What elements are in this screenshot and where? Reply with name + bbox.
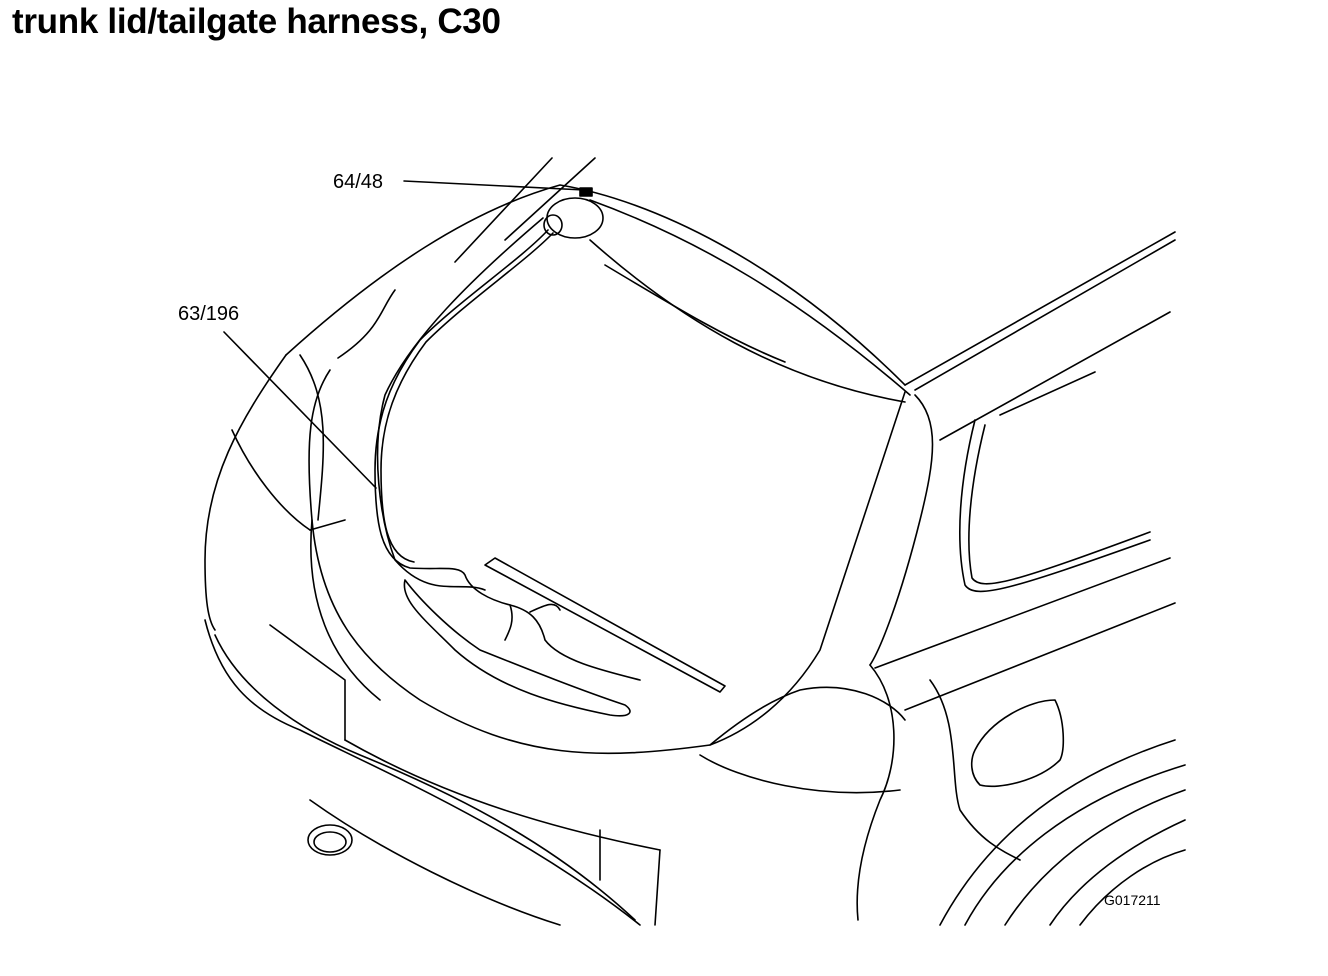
body-line: [904, 602, 1176, 711]
body-line: [709, 686, 906, 746]
connector-64-48: [579, 187, 593, 197]
roof-rail: [914, 239, 1176, 391]
body-line: [699, 754, 901, 794]
harness-wire: [529, 603, 561, 613]
rear-quarter: [299, 354, 325, 521]
callout-label-connector: 64/48: [333, 171, 384, 193]
body-line: [929, 679, 1021, 861]
roof-line: [454, 157, 553, 263]
connector-64-48: [546, 197, 604, 239]
rear-window: [604, 264, 786, 363]
tailgate-outline: [589, 199, 911, 396]
wheel-arch: [939, 739, 1176, 926]
rear-bumper: [344, 739, 661, 851]
wheel-arch: [1049, 819, 1186, 926]
tailgate-panel: [869, 394, 934, 666]
harness-leader-line: [223, 331, 377, 489]
rear-window: [589, 239, 906, 403]
rear-bumper: [204, 619, 641, 926]
rear-quarter: [204, 354, 287, 631]
side-window: [968, 424, 1151, 585]
wheel-arch: [1004, 789, 1186, 926]
body-line: [939, 311, 1171, 441]
callout-label-harness: 63/196: [178, 303, 240, 325]
wiper-arm: [484, 557, 726, 693]
figure-id: G017211: [1104, 892, 1161, 908]
tailgate-panel: [310, 519, 381, 701]
rear-bumper: [269, 624, 346, 741]
connector-leader-line: [403, 180, 585, 191]
harness-wire: [380, 232, 554, 563]
rear-quarter: [231, 429, 311, 531]
exhaust-tip: [307, 824, 353, 856]
fuel-door: [970, 699, 1065, 788]
page-title: trunk lid/tailgate harness, C30: [12, 2, 501, 41]
harness-wire: [374, 229, 641, 681]
tailgate-outline: [285, 184, 906, 386]
roof-line: [504, 157, 596, 241]
wheel-arch: [964, 764, 1186, 926]
tailgate-outline: [337, 289, 396, 359]
rear-window: [376, 217, 544, 591]
rear-bumper: [214, 634, 636, 921]
rear-bumper: [654, 849, 661, 926]
body-line: [856, 664, 895, 921]
exhaust-tip: [313, 831, 347, 853]
wiper-housing: [403, 579, 631, 717]
body-line: [874, 557, 1171, 669]
rear-quarter: [309, 519, 346, 531]
harness-wire: [504, 604, 513, 641]
rear-bumper: [309, 799, 561, 926]
roof-rail: [904, 231, 1176, 386]
connector-64-48: [543, 214, 563, 236]
side-window: [999, 371, 1096, 416]
wheel-arch: [1079, 849, 1186, 926]
side-window: [959, 419, 1151, 593]
